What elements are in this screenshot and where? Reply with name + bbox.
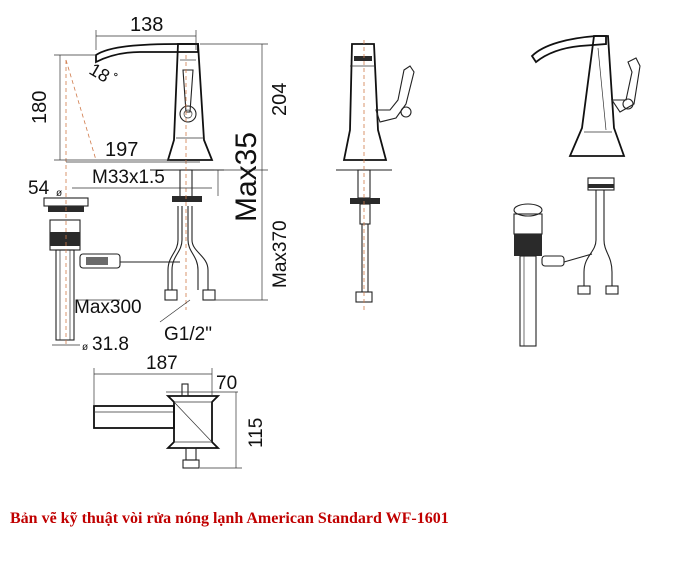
- side-lever: [375, 65, 415, 123]
- persp-spout: [530, 35, 607, 64]
- side-body: [342, 43, 388, 161]
- dim-g12: G1/2": [164, 324, 212, 345]
- dim-54: 54: [28, 178, 50, 199]
- plan-spout: [93, 405, 175, 429]
- side-view: [336, 40, 415, 310]
- dim-115: 115: [246, 418, 267, 448]
- thread-label: M33x1.5: [92, 167, 165, 188]
- plan-view: [93, 368, 242, 469]
- persp-lever: [610, 57, 641, 113]
- dim-max370: Max370: [270, 220, 291, 288]
- dim-138: 138: [130, 14, 163, 36]
- dim-204: 204: [269, 83, 291, 116]
- drawing-caption: Bản vẽ kỹ thuật vòi rửa nóng lạnh Americ…: [10, 510, 449, 527]
- plan-body: [165, 395, 221, 449]
- front-lever: [179, 69, 197, 123]
- dim-angle: 18 ̊: [86, 59, 119, 90]
- front-body: [166, 43, 214, 161]
- dim-31-8: 31.8: [92, 334, 129, 355]
- dim-197: 197: [105, 139, 138, 161]
- dim-max35: Max35: [230, 132, 263, 222]
- persp-body: [568, 35, 626, 157]
- dim-187: 187: [146, 353, 178, 374]
- front-view: [43, 43, 224, 345]
- dia-symbol-31: ø: [82, 342, 88, 353]
- dim-180: 180: [29, 91, 51, 124]
- front-dimension-lines: [52, 30, 268, 346]
- dim-max300: Max300: [74, 297, 142, 318]
- perspective-view: [513, 35, 641, 347]
- dim-70: 70: [216, 373, 237, 394]
- front-spout: [95, 43, 199, 64]
- front-waste: [43, 197, 180, 341]
- dia-symbol-54: ø: [56, 188, 62, 199]
- persp-waste: [513, 203, 593, 347]
